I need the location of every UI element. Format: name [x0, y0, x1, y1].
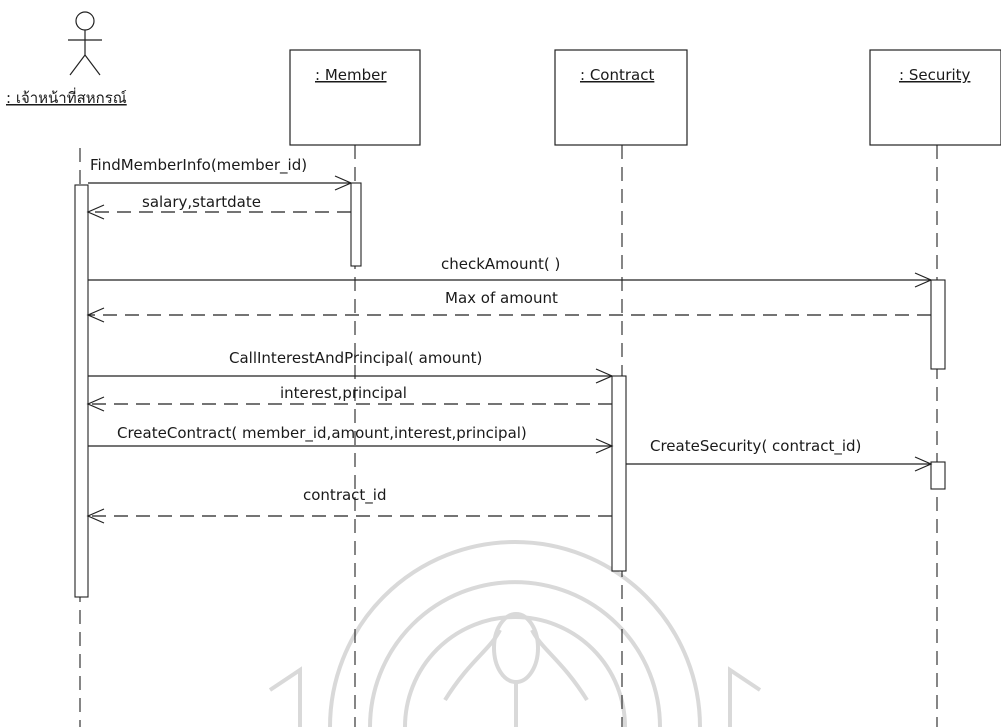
message-label-create-contract: CreateContract( member_id,amount,interes… [117, 424, 527, 443]
return-label-contract-id: contract_id [303, 486, 387, 505]
message-arrowhead-check-amount [914, 272, 933, 288]
actor-stick-figure [68, 11, 102, 76]
object-box-security [869, 49, 1001, 146]
object-label-security: : Security [899, 66, 971, 84]
actor-right-leg [84, 54, 101, 76]
message-label-check-amount: checkAmount( ) [441, 255, 560, 273]
object-label-contract: : Contract [580, 66, 654, 84]
return-arrowhead-contract-id [86, 508, 105, 524]
object-box-contract [554, 49, 688, 146]
message-arrowhead-find-member-info [334, 175, 353, 191]
actor-left-leg [69, 54, 86, 76]
watermark-emblem [268, 540, 762, 727]
activation-member [350, 182, 362, 267]
message-label-create-security: CreateSecurity( contract_id) [650, 437, 861, 456]
object-box-member [289, 49, 421, 146]
return-arrowhead-interest-principal [86, 396, 105, 412]
message-label-find-member-info: FindMemberInfo(member_id) [90, 156, 307, 175]
message-arrowhead-call-interest-and-principal [595, 368, 614, 384]
activation-contract [611, 375, 627, 572]
actor-label: : เจ้าหน้าที่สหกรณ์ [6, 87, 127, 107]
message-label-call-interest-and-principal: CallInterestAndPrincipal( amount) [229, 349, 482, 367]
activation-security-2 [930, 461, 946, 490]
activation-actor [74, 184, 89, 598]
return-label-interest-principal: interest,principal [280, 384, 407, 402]
actor-head [75, 11, 95, 31]
return-arrowhead-max-of-amount [86, 307, 105, 323]
return-arrowhead-salary-startdate [86, 204, 105, 220]
return-label-max-of-amount: Max of amount [445, 289, 558, 307]
message-arrowhead-create-contract [595, 438, 614, 454]
object-label-member: : Member [315, 66, 387, 84]
return-label-salary-startdate: salary,startdate [142, 193, 261, 211]
activation-security-1 [930, 279, 946, 370]
message-arrowhead-create-security [914, 456, 933, 472]
